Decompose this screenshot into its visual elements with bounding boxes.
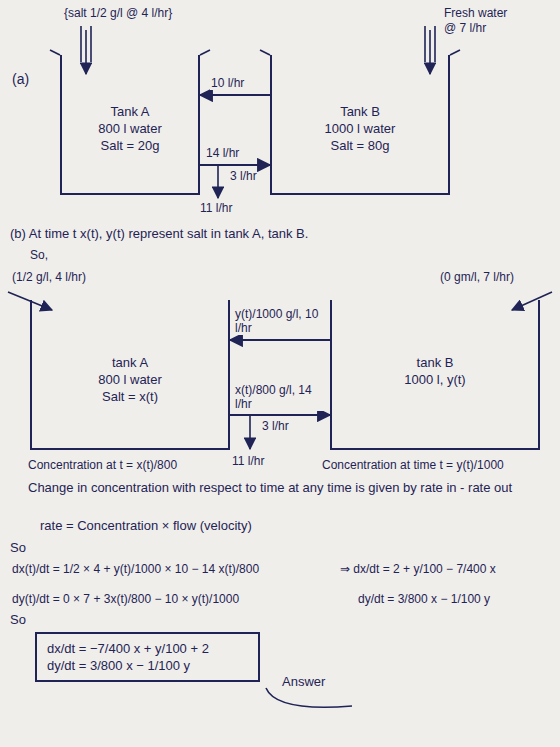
outflow-arrow [217,165,219,198]
statement: Change in concentration with respect to … [28,480,533,495]
equation: dx(t)/dt = 1/2 × 4 + y(t)/1000 × 10 − 14… [12,562,259,577]
flow-rate: 3 l/hr [262,419,289,434]
flow-pipe [200,94,270,96]
node-text: 1000 l water [325,120,396,137]
answer-note: Answer [282,674,325,689]
node-text: 800 l water [98,120,162,137]
equation: ⇒ dx/dt = 2 + y/100 − 7/400 x [340,562,496,577]
statement: rate = Concentration × flow (velocity) [40,518,252,533]
note-text: So, [30,248,48,263]
node-text: Salt = x(t) [102,388,158,405]
tank-rim [450,50,460,55]
note-text: So [10,540,26,555]
answer-bracket [266,688,352,707]
part-label: (a) [12,72,29,87]
answer-box: dx/dt = −7/400 x + y/100 + 2dy/dt = 3/80… [35,632,260,682]
node-text: dy/dt = 3/800 x − 1/100 y [47,657,248,674]
concentration-note: Concentration at t = x(t)/800 [28,458,177,473]
node-text: 1000 l, y(t) [404,371,465,388]
flow-label: 10 l/hr [210,76,245,90]
node-title: tank B [417,354,454,371]
note-text: So [10,612,26,627]
flow-pipe [230,339,330,341]
inflow-note: (1/2 g/l, 4 l/hr) [12,270,86,285]
pipe-wall [424,26,426,62]
inflow-note: {salt 1/2 g/l @ 4 l/hr} [64,6,172,21]
tank-rim [260,50,270,55]
equation: dy/dt = 3/800 x − 1/100 y [358,592,490,607]
inflow-arrow [429,30,431,74]
inflow-arrow [85,30,87,74]
node-title: dx/dt = −7/400 x + y/100 + 2 [47,640,248,657]
node-title: Tank B [340,103,380,120]
equation: dy(t)/dt = 0 × 7 + 3x(t)/800 − 10 × y(t)… [12,592,239,607]
inflow-note: Fresh water @ 7 l/hr [444,6,518,36]
pipe-wall [434,26,436,62]
flow-rate: 3 l/hr [230,169,257,184]
statement: (b) At time t x(t), y(t) represent salt … [10,226,308,241]
flow-label: 14 l/hr [205,146,240,160]
tank-rim [200,50,210,55]
flow-rate: 11 l/hr [232,454,264,469]
flow-rate: 11 l/hr [200,201,232,216]
concentration-note: Concentration at time t = y(t)/1000 [322,458,504,473]
pipe-wall [80,26,82,62]
node-text: Salt = 20g [101,137,160,154]
inflow-note: (0 gm/l, 7 l/hr) [440,270,514,285]
flow-pipe [230,414,330,416]
pipe-wall [90,26,92,62]
node-title: Tank A [110,103,149,120]
flow-label: y(t)/1000 g/l, 10 l/hr [234,307,330,335]
flow-pipe [200,164,270,166]
tank: tank B1000 l, y(t) [330,300,540,450]
inflow-arrow [512,292,552,310]
tank: Tank B1000 l waterSalt = 80g [270,55,450,195]
tank: tank A800 l waterSalt = x(t) [30,300,230,450]
tank-rim [50,50,60,55]
node-title: tank A [112,354,148,371]
outflow-arrow [249,415,251,449]
node-text: 800 l water [98,371,162,388]
node-text: Salt = 80g [331,137,390,154]
tank: Tank A800 l waterSalt = 20g [60,55,200,195]
flow-label: x(t)/800 g/l, 14 l/hr [234,383,330,411]
